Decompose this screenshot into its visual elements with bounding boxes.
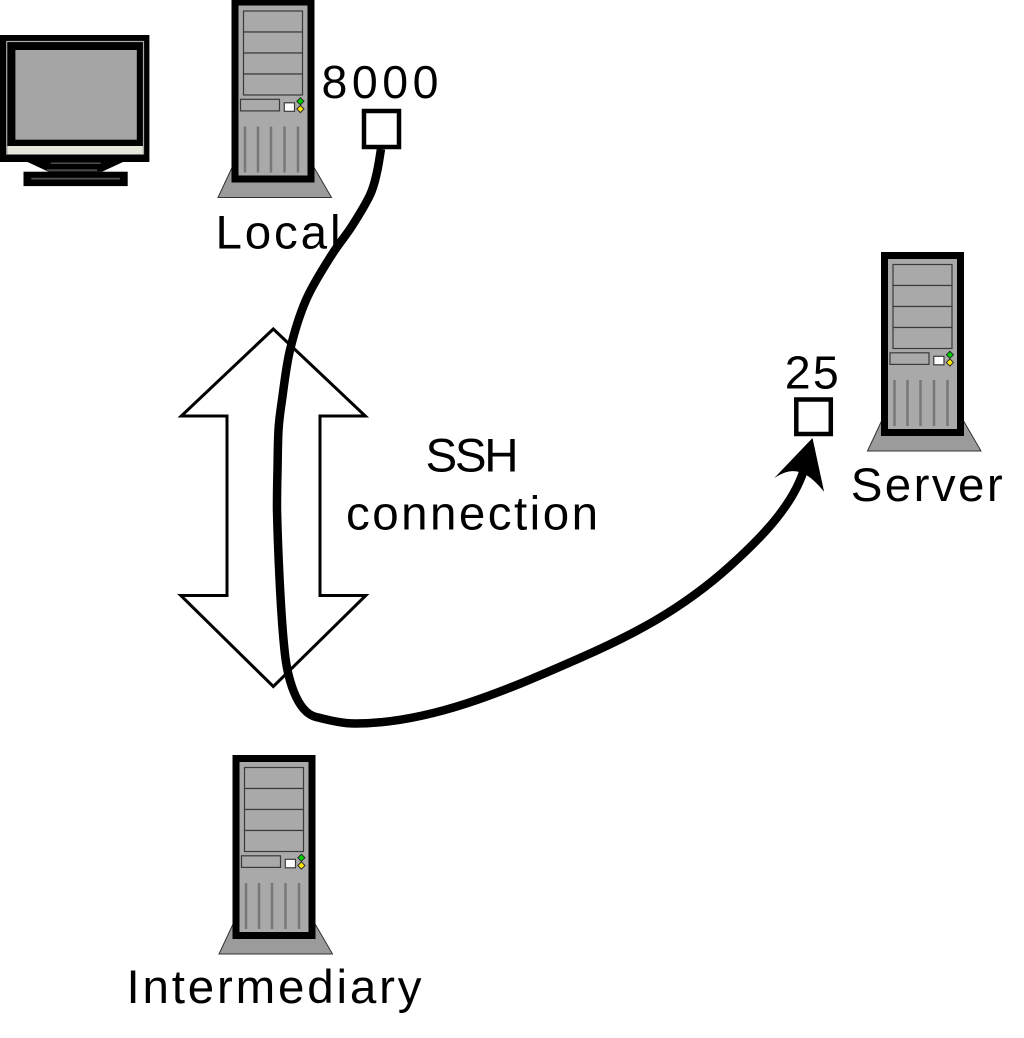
svg-text:connection: connection [346,488,598,541]
svg-text:Local: Local [216,207,341,260]
svg-text:SSH: SSH [426,430,519,483]
svg-text:Intermediary: Intermediary [127,961,422,1014]
svg-text:25: 25 [785,347,839,399]
svg-text:Server: Server [851,459,1003,512]
svg-text:8000: 8000 [322,56,439,108]
